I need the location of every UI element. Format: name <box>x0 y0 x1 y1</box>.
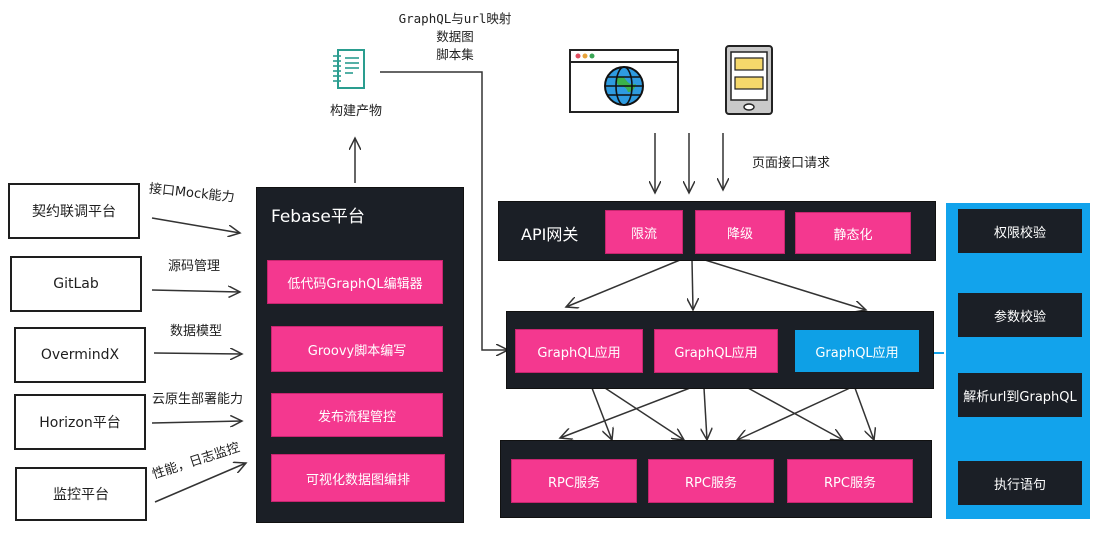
browser-globe-icon <box>568 48 680 114</box>
arrow-artifact-deploy <box>380 71 508 350</box>
artifact-content-mapping: GraphQL与url映射 <box>398 11 512 26</box>
rpc-service-label: RPC服务 <box>548 475 600 491</box>
graphql-apps-panel: GraphQL应用 GraphQL应用 GraphQL应用 <box>506 311 934 389</box>
pipeline-step-label: 参数校验 <box>993 309 1046 325</box>
edge-label-overmind: 数据模型 <box>170 324 223 339</box>
arrow-monitor <box>154 463 246 503</box>
graphql-app-3[interactable]: GraphQL应用 <box>795 330 919 372</box>
pipeline-step-label: 解析url到GraphQL <box>963 389 1077 405</box>
source-box-overmind[interactable]: OvermindX <box>14 327 146 383</box>
pipeline-step-auth[interactable]: 权限校验 <box>958 209 1082 253</box>
mobile-phone-icon <box>724 44 774 116</box>
arrow-gitlab <box>151 290 240 292</box>
notebook-icon <box>328 48 378 96</box>
gateway-item-degrade[interactable]: 降级 <box>695 210 785 254</box>
febase-title: Febase平台 <box>271 207 365 227</box>
febase-item-label: 发布流程管控 <box>317 409 396 425</box>
rpc-service-label: RPC服务 <box>824 475 876 491</box>
graphql-app-label: GraphQL应用 <box>537 345 621 361</box>
source-label: Horizon平台 <box>39 415 121 431</box>
source-label: GitLab <box>53 276 99 292</box>
edge-label-gitlab: 源码管理 <box>168 259 221 274</box>
gateway-item-label: 限流 <box>630 226 657 242</box>
febase-panel: Febase平台 低代码GraphQL编辑器 Groovy脚本编写 发布流程管控… <box>256 187 464 523</box>
pipeline-step-label: 执行语句 <box>993 477 1046 493</box>
arrow-app-rpc-2 <box>604 387 684 440</box>
arrow-app-rpc-1 <box>591 387 612 440</box>
gateway-item-label: 静态化 <box>833 227 873 243</box>
rpc-service-2[interactable]: RPC服务 <box>648 459 774 503</box>
arrow-gw-app3 <box>704 259 866 310</box>
arrow-app-rpc-6 <box>737 387 851 440</box>
source-box-contract[interactable]: 契约联调平台 <box>8 183 140 239</box>
febase-item-label: 可视化数据图编排 <box>305 472 410 488</box>
artifact-content-datagraph: 数据图 <box>436 29 474 44</box>
arrow-gw-app2 <box>692 259 693 310</box>
arrow-overmind <box>153 353 242 354</box>
arrow-gw-app1 <box>566 259 681 307</box>
gateway-item-static[interactable]: 静态化 <box>795 212 911 254</box>
artifact-contents: GraphQL与url映射 数据图 脚本集 <box>390 10 520 64</box>
artifact-label: 构建产物 <box>330 104 383 119</box>
arrow-mock <box>151 217 240 233</box>
pipeline-step-parse[interactable]: 解析url到GraphQL <box>958 373 1082 417</box>
arrow-app-rpc-7 <box>854 387 874 440</box>
arrow-horizon <box>151 421 242 423</box>
source-label: OvermindX <box>40 347 120 363</box>
rpc-service-3[interactable]: RPC服务 <box>787 459 913 503</box>
rpc-service-1[interactable]: RPC服务 <box>511 459 637 503</box>
rpc-service-label: RPC服务 <box>685 475 737 491</box>
febase-item-datagraph[interactable]: 可视化数据图编排 <box>271 454 445 502</box>
gateway-title: API网关 <box>521 225 579 244</box>
graphql-app-label: GraphQL应用 <box>815 345 899 361</box>
artifact-content-scripts: 脚本集 <box>436 47 474 62</box>
pipeline-step-execute[interactable]: 执行语句 <box>958 461 1082 505</box>
graphql-app-label: GraphQL应用 <box>674 345 758 361</box>
gateway-item-label: 降级 <box>726 226 753 242</box>
edge-label-horizon: 云原生部署能力 <box>152 392 244 407</box>
request-label: 页面接口请求 <box>752 156 831 171</box>
arrow-app-rpc-4 <box>704 387 707 440</box>
pipeline-panel: 权限校验 参数校验 解析url到GraphQL 执行语句 <box>944 203 1090 519</box>
arrow-app-rpc-5 <box>747 387 843 440</box>
febase-item-label: Groovy脚本编写 <box>307 343 407 359</box>
febase-item-groovy[interactable]: Groovy脚本编写 <box>271 326 443 372</box>
source-label: 监控平台 <box>53 487 109 503</box>
febase-item-graphql-editor[interactable]: 低代码GraphQL编辑器 <box>267 260 443 304</box>
pipeline-step-params[interactable]: 参数校验 <box>958 293 1082 337</box>
api-gateway-panel: API网关 限流 降级 静态化 <box>498 201 936 261</box>
source-box-gitlab[interactable]: GitLab <box>10 256 142 312</box>
graphql-app-1[interactable]: GraphQL应用 <box>515 329 643 373</box>
graphql-app-2[interactable]: GraphQL应用 <box>654 329 778 373</box>
source-label: 契约联调平台 <box>32 204 116 220</box>
febase-item-label: 低代码GraphQL编辑器 <box>287 276 423 292</box>
source-box-horizon[interactable]: Horizon平台 <box>14 394 146 450</box>
febase-item-release[interactable]: 发布流程管控 <box>271 393 443 437</box>
source-box-monitor[interactable]: 监控平台 <box>15 467 147 521</box>
gateway-item-ratelimit[interactable]: 限流 <box>605 210 683 254</box>
arrow-app-rpc-3 <box>560 387 691 438</box>
rpc-services-panel: RPC服务 RPC服务 RPC服务 <box>500 440 932 518</box>
pipeline-step-label: 权限校验 <box>993 225 1046 241</box>
